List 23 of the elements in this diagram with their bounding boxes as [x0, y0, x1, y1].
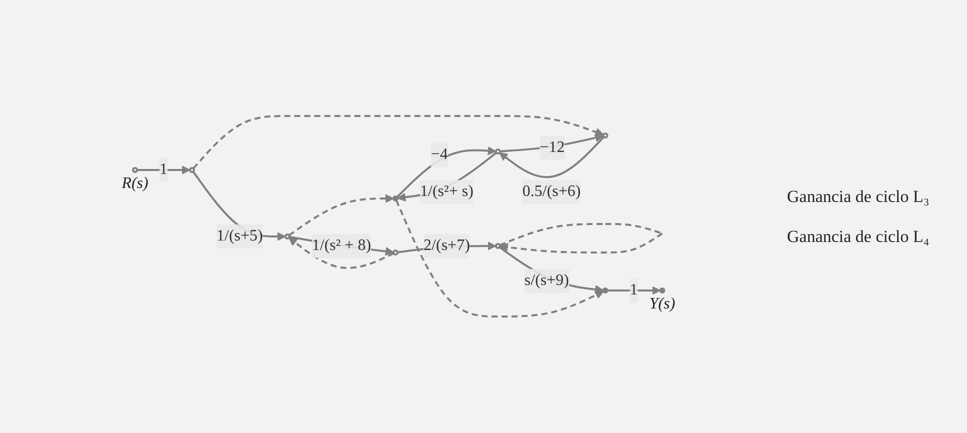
loop-note: Ganancia de ciclo L₄ — [787, 226, 930, 246]
node-circle — [122, 167, 149, 192]
node-circle — [284, 234, 291, 240]
arrow — [396, 146, 497, 198]
arrow — [288, 194, 394, 236]
arrow — [137, 166, 191, 175]
node-circle — [189, 167, 196, 174]
arrow — [499, 246, 604, 294]
node-label: R(s) — [122, 175, 149, 192]
arrow — [608, 286, 662, 296]
node-circle — [495, 148, 502, 155]
node-circle — [602, 288, 609, 294]
arrow — [500, 136, 606, 178]
loop-note: Ganancia de ciclo L₃ — [787, 186, 930, 206]
node-circle — [602, 132, 609, 139]
node-circle — [392, 250, 399, 256]
edge-label: 1/(s² + 8) — [312, 234, 372, 258]
arrow — [500, 223, 664, 254]
arrow — [289, 238, 395, 270]
node-circle — [650, 288, 676, 313]
node-circle — [495, 243, 502, 250]
node-label: Y(s) — [650, 296, 676, 313]
node-circle — [392, 196, 399, 202]
